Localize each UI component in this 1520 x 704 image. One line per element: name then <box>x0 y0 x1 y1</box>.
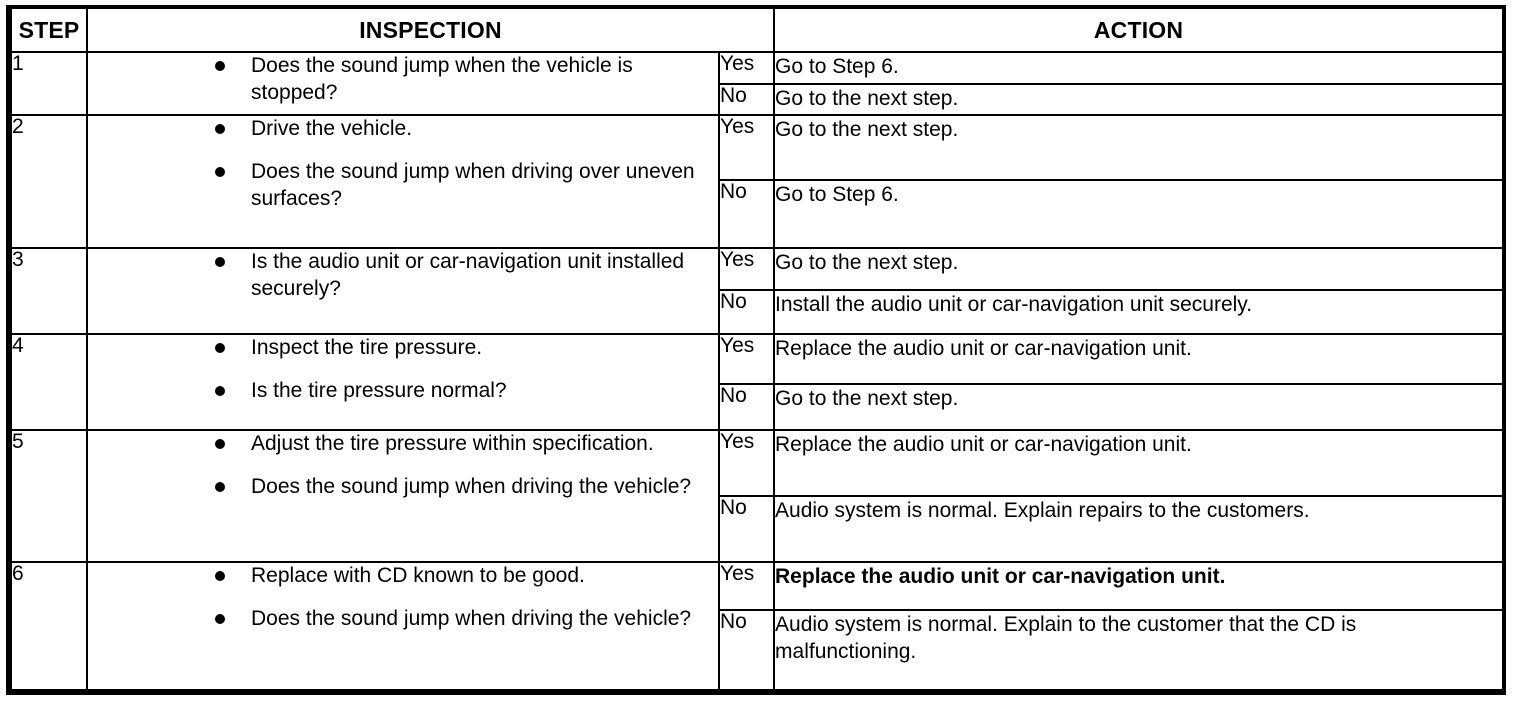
inspection-bullet-list: Inspect the tire pressure. Is the tire p… <box>88 335 718 405</box>
list-item: Does the sound jump when driving the veh… <box>88 474 718 501</box>
action-text-no: Audio system is normal. Explain repairs … <box>773 495 1505 563</box>
inspection-cell: Drive the vehicle. Does the sound jump w… <box>86 114 720 249</box>
action-text-yes: Go to Step 6. <box>773 51 1505 85</box>
inspection-text: Does the sound jump when driving the veh… <box>251 474 692 498</box>
list-item: Does the sound jump when driving over un… <box>88 159 718 213</box>
inspection-text: Replace with CD known to be good. <box>251 564 585 587</box>
list-item: Drive the vehicle. <box>88 116 718 143</box>
step-number: 6 <box>10 561 88 691</box>
inspection-text: Is the tire pressure normal? <box>251 378 507 402</box>
step-number: 5 <box>10 429 88 563</box>
inspection-cell: Inspect the tire pressure. Is the tire p… <box>86 333 720 431</box>
troubleshooting-table-frame: STEP INSPECTION ACTION 1 Does the sound … <box>6 5 1506 695</box>
bullet-icon <box>215 571 225 581</box>
table-header-row: STEP INSPECTION ACTION <box>10 9 1505 53</box>
inspection-bullet-list: Does the sound jump when the vehicle is … <box>88 53 718 107</box>
list-item: Inspect the tire pressure. <box>88 335 718 362</box>
table-row: 2 Drive the vehicle. Does the sound jump… <box>10 114 1505 249</box>
list-item: Does the sound jump when driving the veh… <box>88 606 718 633</box>
bullet-icon <box>215 613 225 624</box>
branch-label-no: No <box>717 289 776 335</box>
column-header-step: STEP <box>10 9 88 53</box>
branch-label-yes: Yes <box>717 114 776 181</box>
action-text-no: Go to the next step. <box>773 82 1505 116</box>
list-item: Replace with CD known to be good. <box>88 563 718 590</box>
step-number: 3 <box>10 247 88 335</box>
table-row: No Audio system is normal. Explain repai… <box>11 495 1505 563</box>
table-row: 6 Replace with CD known to be good. Does… <box>10 561 1505 691</box>
bullet-icon <box>215 385 225 396</box>
branch-label-no: No <box>717 383 776 431</box>
action-text-no: Audio system is normal. Explain to the c… <box>773 609 1505 691</box>
table-row: 3 Is the audio unit or car-navigation un… <box>10 247 1505 335</box>
bullet-icon <box>215 166 225 177</box>
inspection-text: Does the sound jump when driving the veh… <box>251 606 692 630</box>
list-item: Does the sound jump when the vehicle is … <box>88 53 718 107</box>
list-item: Is the audio unit or car-navigation unit… <box>88 249 718 303</box>
branch-label-no: No <box>717 82 776 116</box>
step-number: 1 <box>10 51 88 116</box>
table-row: 4 Inspect the tire pressure. Is the tire… <box>10 333 1505 431</box>
inspection-bullet-list: Is the audio unit or car-navigation unit… <box>88 249 718 303</box>
inspection-bullet-list: Drive the vehicle. Does the sound jump w… <box>88 116 718 213</box>
action-text-yes: Go to the next step. <box>773 114 1505 181</box>
bullet-icon <box>215 257 225 267</box>
bullet-icon <box>215 439 225 449</box>
inspection-text: Does the sound jump when driving over un… <box>251 159 695 210</box>
column-header-action: ACTION <box>773 9 1505 53</box>
branch-label-no: No <box>717 179 776 249</box>
branch-label-no: No <box>717 495 776 563</box>
table-row: 1 Does the sound jump when the vehicle i… <box>10 51 1505 116</box>
action-text-yes: Replace the audio unit or car-navigation… <box>773 561 1505 611</box>
inspection-text: Adjust the tire pressure within specific… <box>251 432 654 455</box>
bullet-icon <box>215 61 225 71</box>
branch-label-yes: Yes <box>717 51 776 85</box>
inspection-cell: Does the sound jump when the vehicle is … <box>86 51 720 116</box>
bullet-icon <box>215 481 225 492</box>
inspection-text: Inspect the tire pressure. <box>251 336 483 359</box>
inspection-bullet-list: Replace with CD known to be good. Does t… <box>88 563 718 633</box>
branch-label-yes: Yes <box>717 561 776 611</box>
action-text-no: Install the audio unit or car-navigation… <box>773 289 1505 335</box>
table-row: No Go to Step 6. <box>11 179 1505 249</box>
table-row: 5 Adjust the tire pressure within specif… <box>10 429 1505 563</box>
branch-label-yes: Yes <box>717 247 776 291</box>
bullet-icon <box>215 343 225 353</box>
action-text-yes: Go to the next step. <box>773 247 1505 291</box>
list-item: Adjust the tire pressure within specific… <box>88 431 718 458</box>
table-row: No Install the audio unit or car-navigat… <box>11 289 1505 335</box>
step-number: 2 <box>10 114 88 249</box>
table-row: No Go to the next step. <box>11 383 1505 431</box>
bullet-icon <box>215 124 225 134</box>
troubleshooting-table: STEP INSPECTION ACTION 1 Does the sound … <box>10 9 1505 691</box>
action-text-yes: Replace the audio unit or car-navigation… <box>773 429 1505 497</box>
column-header-inspection: INSPECTION <box>85 9 776 53</box>
inspection-cell: Adjust the tire pressure within specific… <box>86 429 720 563</box>
branch-label-yes: Yes <box>717 429 776 497</box>
list-item: Is the tire pressure normal? <box>88 378 718 405</box>
inspection-bullet-list: Adjust the tire pressure within specific… <box>88 431 718 501</box>
inspection-cell: Is the audio unit or car-navigation unit… <box>86 247 720 335</box>
action-text-no: Go to the next step. <box>773 383 1505 431</box>
branch-label-yes: Yes <box>717 333 776 385</box>
table-row: No Audio system is normal. Explain to th… <box>11 609 1505 691</box>
action-text-no: Go to Step 6. <box>773 179 1505 249</box>
inspection-cell: Replace with CD known to be good. Does t… <box>86 561 720 691</box>
inspection-text: Is the audio unit or car-navigation unit… <box>251 250 685 300</box>
step-number: 4 <box>10 333 88 431</box>
inspection-text: Drive the vehicle. <box>251 117 413 140</box>
action-text-yes: Replace the audio unit or car-navigation… <box>773 333 1505 385</box>
branch-label-no: No <box>717 609 776 691</box>
inspection-text: Does the sound jump when the vehicle is … <box>251 54 633 104</box>
